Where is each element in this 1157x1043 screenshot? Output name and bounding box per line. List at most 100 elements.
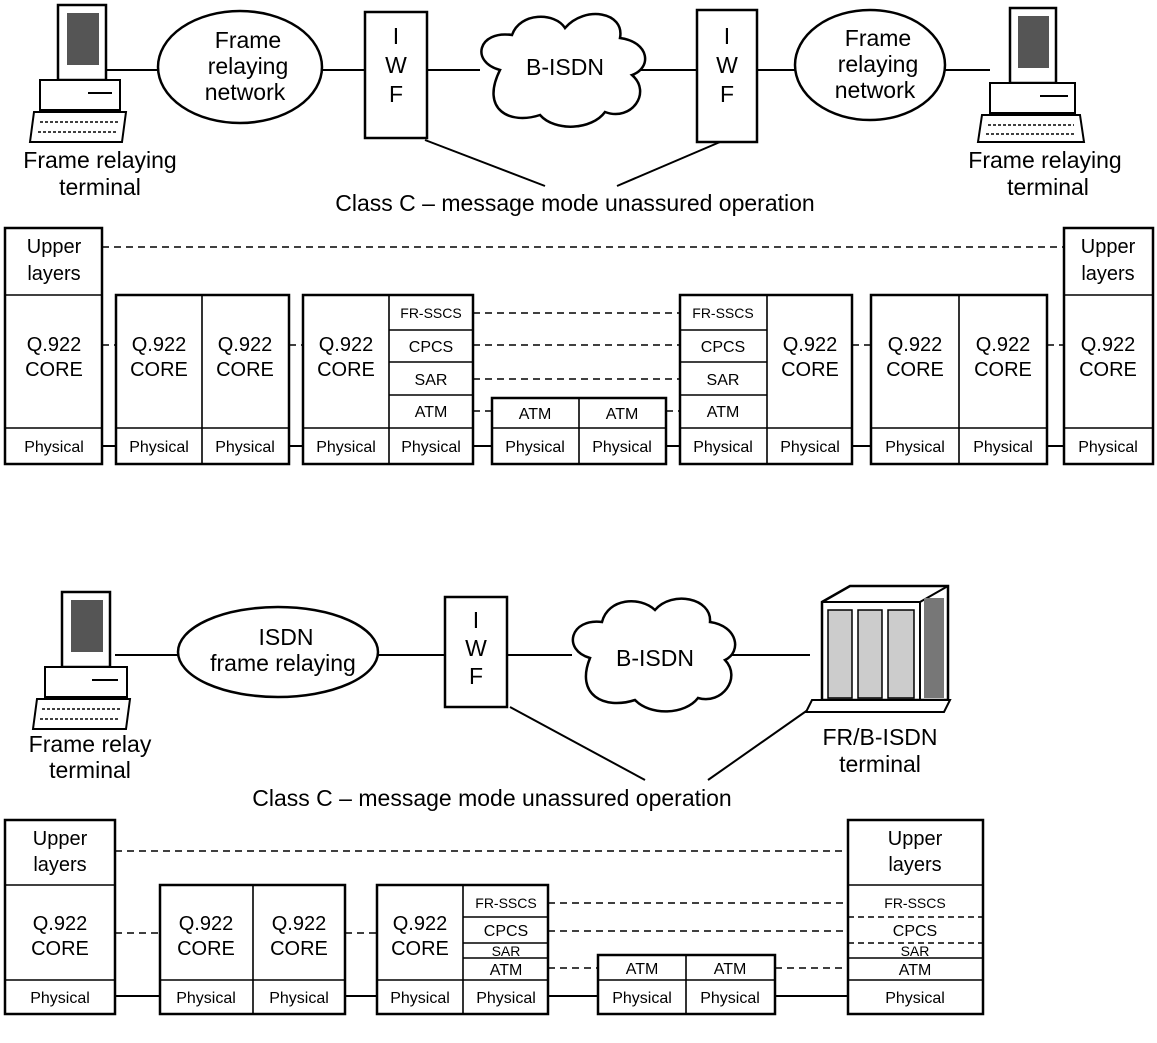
top-left-iwf-i: I: [393, 23, 399, 49]
top-right-iwf-i: I: [724, 23, 730, 49]
bottom-protocol-stacks: Upper layers Q.922 CORE Physical Q.922 C…: [3, 818, 985, 1016]
top-network-diagram: Frame relaying terminal Frame relaying n…: [23, 3, 1122, 216]
bottom-cloud-line-2: frame relaying: [210, 650, 356, 676]
physical-label: Physical: [700, 990, 760, 1007]
top-right-terminal-label-2: terminal: [1007, 174, 1089, 200]
q922-core-label: CORE: [391, 938, 449, 960]
upper-layers-label: layers: [1081, 263, 1134, 285]
atm-label: ATM: [490, 962, 523, 979]
physical-label: Physical: [885, 439, 945, 456]
stack-right-terminal: [1062, 226, 1155, 466]
bottom-right-terminal-label-1: FR/B-ISDN: [823, 724, 938, 750]
fr-sscs-label: FR-SSCS: [692, 305, 753, 321]
fr-sscs-label: FR-SSCS: [884, 895, 945, 911]
bottom-left-terminal-label-2: terminal: [49, 757, 131, 783]
cpcs-label: CPCS: [409, 339, 453, 356]
top-left-frame-relay-network-cloud: [156, 9, 324, 125]
atm-label: ATM: [606, 406, 639, 423]
upper-layers-label: layers: [888, 854, 941, 876]
q922-core-label: CORE: [974, 359, 1032, 381]
top-right-cloud-line-1: Frame: [845, 25, 911, 51]
physical-label: Physical: [780, 439, 840, 456]
upper-layers-label: layers: [33, 854, 86, 876]
q922-core-label: CORE: [781, 359, 839, 381]
q922-core-label: Q.922: [319, 334, 373, 356]
top-right-terminal-label-1: Frame relaying: [968, 147, 1121, 173]
stack-left-terminal: [3, 226, 104, 466]
bottom-caption: Class C – message mode unassured operati…: [252, 785, 731, 811]
physical-label: Physical: [693, 439, 753, 456]
q922-core-label: CORE: [216, 359, 274, 381]
top-protocol-stacks: Upper layers Q.922 CORE Physical Q.922 C…: [3, 226, 1155, 466]
q922-core-label: CORE: [1079, 359, 1137, 381]
physical-label: Physical: [401, 439, 461, 456]
upper-layers-label: Upper: [27, 236, 82, 258]
bottom-cloud-line-1: ISDN: [259, 624, 314, 650]
cpcs-label: CPCS: [701, 339, 745, 356]
q922-core-label: Q.922: [888, 334, 942, 356]
frame-relay-terminal-icon: [31, 590, 132, 730]
q922-core-label: CORE: [31, 938, 89, 960]
physical-label: Physical: [612, 990, 672, 1007]
top-left-iwf-w: W: [385, 52, 407, 78]
upper-layers-label: Upper: [888, 828, 943, 850]
frame-relaying-terminal-icon: [976, 6, 1086, 143]
top-caption: Class C – message mode unassured operati…: [335, 190, 814, 216]
top-left-terminal-label-2: terminal: [59, 174, 141, 200]
sar-label: SAR: [707, 372, 740, 389]
atm-label: ATM: [899, 962, 932, 979]
top-left-terminal-label-1: Frame relaying: [23, 147, 176, 173]
physical-label: Physical: [973, 439, 1033, 456]
top-right-cloud-line-2: relaying: [838, 51, 919, 77]
bottom-iwf-i: I: [473, 607, 479, 633]
top-left-cloud-line-2: relaying: [208, 53, 289, 79]
physical-label: Physical: [269, 990, 329, 1007]
physical-label: Physical: [24, 439, 84, 456]
physical-label: Physical: [505, 439, 565, 456]
bottom-bisdn-cloud: [571, 597, 737, 713]
q922-core-label: Q.922: [1081, 334, 1135, 356]
physical-label: Physical: [476, 990, 536, 1007]
q922-core-label: Q.922: [132, 334, 186, 356]
upper-layers-label: layers: [27, 263, 80, 285]
bottom-isdn-frame-relay-cloud: [176, 605, 380, 699]
q922-core-label: Q.922: [27, 334, 81, 356]
atm-label: ATM: [519, 406, 552, 423]
top-right-iwf-f: F: [720, 81, 734, 107]
physical-label: Physical: [592, 439, 652, 456]
q922-core-label: Q.922: [976, 334, 1030, 356]
atm-label: ATM: [415, 404, 448, 421]
upper-layers-label: Upper: [33, 828, 88, 850]
cpcs-label: CPCS: [893, 923, 937, 940]
q922-core-label: CORE: [177, 938, 235, 960]
physical-label: Physical: [215, 439, 275, 456]
sar-label: SAR: [901, 943, 930, 959]
upper-layers-label: Upper: [1081, 236, 1136, 258]
sar-label: SAR: [415, 372, 448, 389]
q922-core-label: CORE: [270, 938, 328, 960]
q922-core-label: CORE: [130, 359, 188, 381]
physical-label: Physical: [316, 439, 376, 456]
fr-bisdn-terminal-icon: [804, 584, 952, 713]
top-right-frame-relay-network-cloud: [793, 8, 947, 122]
stack-right-iwf: [678, 293, 854, 466]
top-right-iwf-box: [695, 8, 759, 144]
q922-core-label: Q.922: [783, 334, 837, 356]
bottom-iwf-f: F: [469, 663, 483, 689]
physical-label: Physical: [176, 990, 236, 1007]
stack-left-iwf: [301, 293, 475, 466]
top-right-cloud-line-3: network: [835, 77, 916, 103]
physical-label: Physical: [30, 990, 90, 1007]
atm-label: ATM: [714, 961, 747, 978]
q922-core-label: Q.922: [272, 913, 326, 935]
fr-sscs-label: FR-SSCS: [400, 305, 461, 321]
physical-label: Physical: [390, 990, 450, 1007]
top-right-iwf-w: W: [716, 52, 738, 78]
top-left-cloud-line-3: network: [205, 79, 286, 105]
top-left-iwf-f: F: [389, 81, 403, 107]
q922-core-label: Q.922: [179, 913, 233, 935]
bottom-network-diagram: Frame relay terminal ISDN frame relaying…: [29, 584, 952, 811]
q922-core-label: CORE: [25, 359, 83, 381]
atm-label: ATM: [626, 961, 659, 978]
